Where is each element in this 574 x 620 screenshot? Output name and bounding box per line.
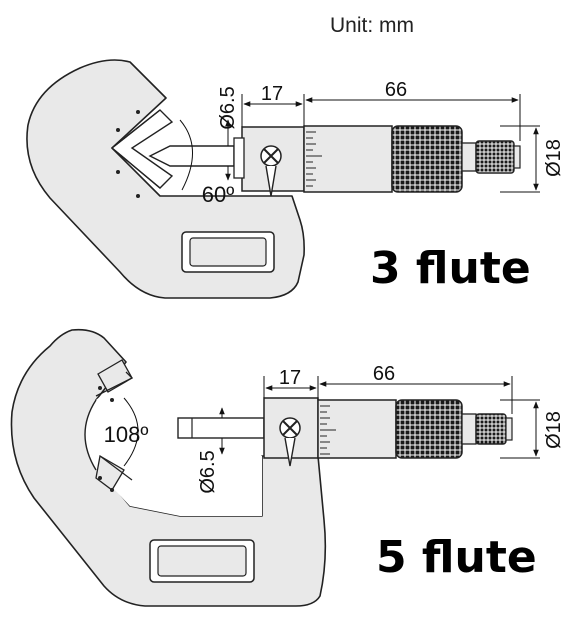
label-5-flute: 5 flute [376,532,537,583]
micrometer-5-flute: 66 17 Ø6.5 Ø18 108º [10,328,565,607]
ratchet-5-flute [475,413,507,445]
dim-diam-thimble-bottom: Ø18 [543,411,565,449]
dim-angle-bottom: 108º [104,422,149,447]
unit-label: Unit: mm [330,14,414,37]
sleeve-5-flute [317,399,397,459]
thimble-knurl-3-flute [391,125,463,193]
ratchet-3-flute [475,140,515,174]
micrometer-3-flute: 66 17 Ø6.5 Ø18 60º [26,59,565,299]
dim-17-top: 17 [261,83,283,105]
thimble-knurl-5-flute [395,399,463,459]
dim-66-bottom: 66 [373,363,395,385]
dim-17-bottom: 17 [279,367,301,389]
dim-diam-spindle-top: Ø6.5 [217,86,239,129]
sleeve-3-flute [303,125,393,193]
dim-diam-thimble-top: Ø18 [543,139,565,177]
dim-angle-top: 60º [202,182,235,207]
label-3-flute: 3 flute [370,243,531,294]
dim-66-top: 66 [385,79,407,101]
dim-diam-spindle-bottom: Ø6.5 [197,450,219,493]
